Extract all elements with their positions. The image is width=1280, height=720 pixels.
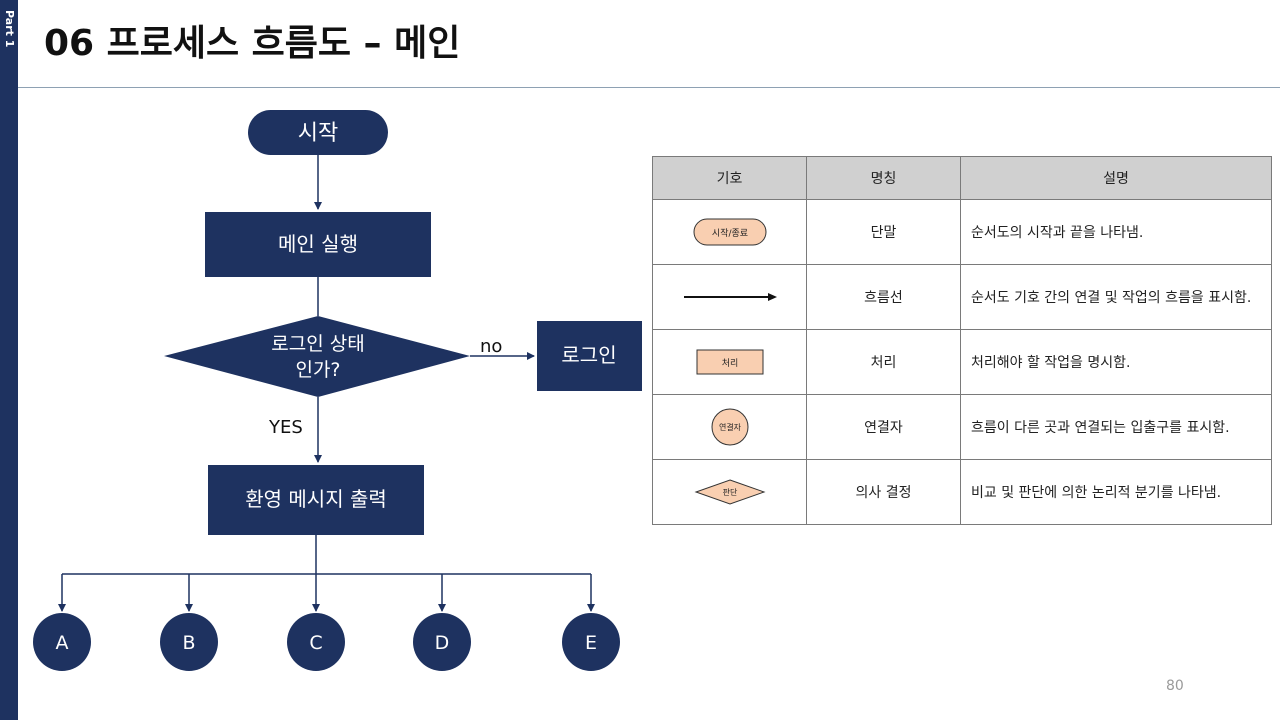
legend-name: 의사 결정 [806,459,961,525]
connector-symbol-text: 연결자 [718,422,741,432]
connector-d-label: D [435,632,450,654]
connector-c [287,613,345,671]
yes-label: YES [268,417,303,438]
connector-b-label: B [182,632,195,654]
legend-description: 흐름이 다른 곳과 연결되는 입출구를 표시함. [960,394,1272,460]
legend-name: 단말 [806,199,961,265]
title-divider [18,87,1280,88]
side-bar [0,0,18,720]
connector-b [160,613,218,671]
connector-a [33,613,91,671]
legend-header-description: 설명 [960,156,1272,200]
legend-name: 흐름선 [806,264,961,330]
legend-row-connector: 연결자 연결자 흐름이 다른 곳과 연결되는 입출구를 표시함. [652,394,1272,460]
terminal-symbol-text: 시작/종료 [711,228,747,239]
no-label: no [480,336,502,357]
legend-header-row: 기호 명칭 설명 [652,156,1272,200]
login-decision [164,316,470,397]
legend-description: 순서도의 시작과 끝을 나타냄. [960,199,1272,265]
page-title: 06 프로세스 흐름도 – 메인 [44,23,461,64]
connector-c-label: C [309,632,322,654]
legend-description: 처리해야 할 작업을 명시함. [960,329,1272,395]
legend-row-flow-line: 흐름선 순서도 기호 간의 연결 및 작업의 흐름을 표시함. [652,264,1272,330]
connector-e [562,613,620,671]
legend-description: 순서도 기호 간의 연결 및 작업의 흐름을 표시함. [960,264,1272,330]
symbol-legend-table: 기호 명칭 설명 시작/종료 단말 순서도의 시작과 끝을 나타냄. 흐름 [652,156,1272,525]
connector-a-label: A [56,632,69,654]
legend-row-decision: 판단 의사 결정 비교 및 판단에 의한 논리적 분기를 나타냄. [652,459,1272,525]
start-label: 시작 [298,121,338,146]
decision-symbol-cell: 판단 [652,459,807,525]
legend-row-process: 처리 처리 처리해야 할 작업을 명시함. [652,329,1272,395]
start-terminal [248,110,388,155]
decision-symbol-icon: 판단 [693,479,766,505]
legend-row-terminal: 시작/종료 단말 순서도의 시작과 끝을 나타냄. [652,199,1272,265]
legend-name: 연결자 [806,394,961,460]
arrow-symbol-icon [683,293,777,301]
terminal-symbol-cell: 시작/종료 [652,199,807,265]
login-label: 로그인 [561,343,616,367]
flow-lines [58,155,595,612]
process-symbol-cell: 처리 [652,329,807,395]
main-run-label: 메인 실행 [278,232,358,256]
connector-symbol-icon: 연결자 [711,408,748,446]
side-tab-label: Part 1 [3,10,16,48]
page-number: 80 [1166,678,1184,694]
decision-line-2: 인가? [295,359,340,381]
connector-e-label: E [585,632,597,654]
arrow-symbol-cell [652,264,807,330]
process-symbol-icon: 처리 [696,349,763,375]
decision-line-1: 로그인 상태 [271,333,364,355]
connector-d [413,613,471,671]
legend-description: 비교 및 판단에 의한 논리적 분기를 나타냄. [960,459,1272,525]
legend-header-symbol: 기호 [652,156,807,200]
main-run-process [205,212,431,277]
process-symbol-text: 처리 [721,357,738,369]
welcome-process [208,465,424,535]
connector-symbol-cell: 연결자 [652,394,807,460]
decision-symbol-text: 판단 [722,487,737,497]
login-process [537,321,642,391]
terminal-symbol-icon: 시작/종료 [693,218,766,246]
legend-name: 처리 [806,329,961,395]
welcome-label: 환영 메시지 출력 [245,487,387,511]
legend-header-name: 명칭 [806,156,961,200]
